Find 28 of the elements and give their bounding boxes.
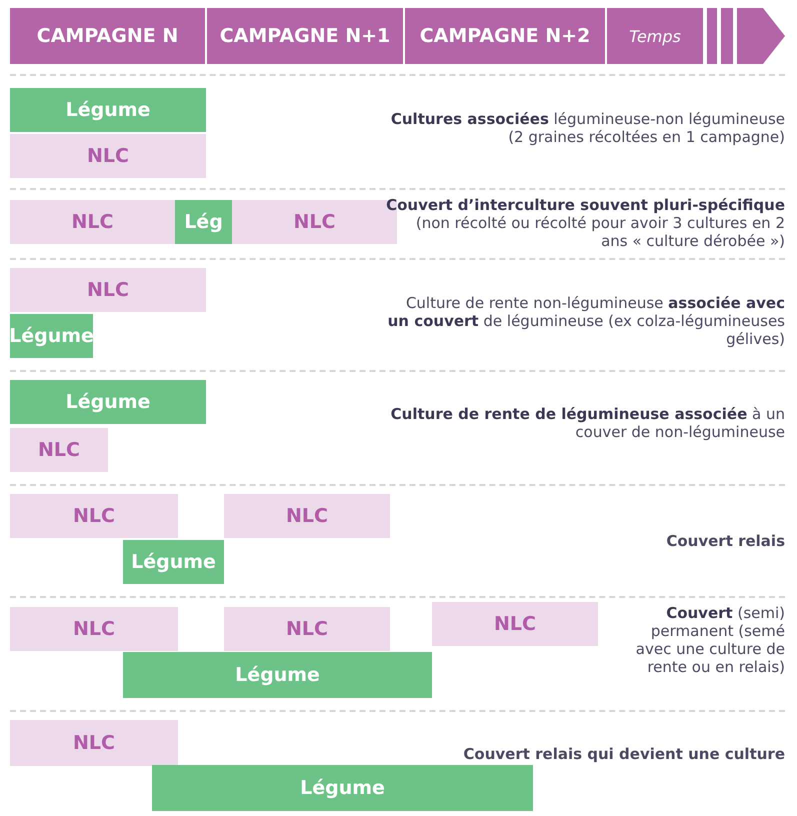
crop-bar: Lég [175,200,232,244]
description-text: Culture de rente non-légumineuse associée avec un couvert de légumineuse (ex colza-légumineuses gélives) [386,294,785,348]
crop-bar: Légume [123,540,224,584]
crop-bar: NLC [10,607,178,651]
crop-bar: NLC [10,720,178,766]
description-text: Couvert d’interculture souvent pluri-spécifique (non récolté ou récolté pour avoir 3 cultures en 2 ans « culture dérobée ») [385,196,785,250]
description-text: Couvert relais qui devient une culture [463,745,785,763]
crop-bar: Légume [10,88,206,132]
crop-bar: Légume [10,380,206,424]
description-text: Couvert relais [666,532,785,550]
description-text: Couvert (semi) permanent (semé avec une culture de rente ou en relais) [635,604,785,676]
crop-bar: NLC [10,268,206,312]
header-segment: CAMPAGNE N+1 [207,8,403,64]
crop-bar: NLC [432,602,598,646]
crop-bar: NLC [224,607,390,651]
crop-bar: NLC [224,494,390,538]
header-segment: Temps [607,8,703,64]
crop-bar: Légume [152,765,533,811]
crop-bar: Légume [10,314,93,358]
description-text: Cultures associées légumineuse-non légumineuse (2 graines récoltées en 1 campagne) [390,110,785,146]
description-text: Culture de rente de légumineuse associée à un couver de non-légumineuse [390,405,785,441]
header-segment: CAMPAGNE N [10,8,205,64]
crop-bar: NLC [10,428,108,472]
crop-bar: NLC [10,200,175,244]
crop-bar: NLC [10,134,206,178]
crop-bar: NLC [10,494,178,538]
crop-bar: Légume [123,652,432,698]
header-segment: CAMPAGNE N+2 [405,8,605,64]
